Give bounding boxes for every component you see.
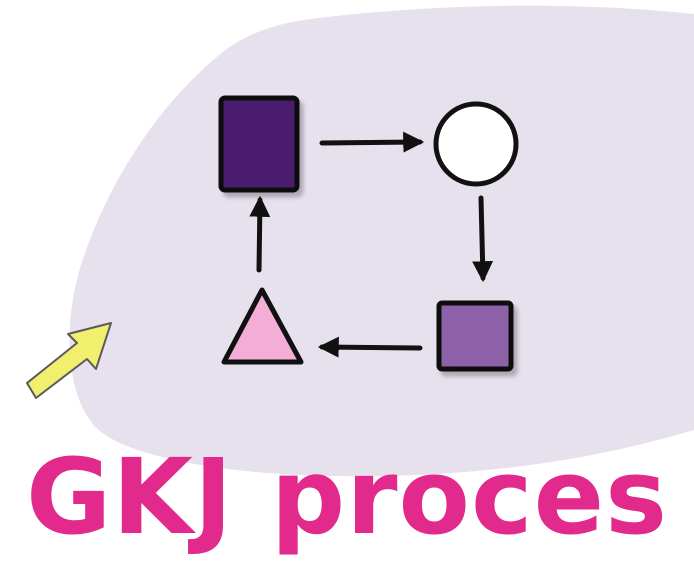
square-dark-node [218,95,300,193]
arrow-circle-to-square [472,195,494,283]
cursor-arrow-icon [26,322,112,399]
page-title: GKJ proces [25,436,669,558]
circle-white-node [433,101,519,187]
arrow-square-to-circle [319,131,425,153]
background-blob [69,5,694,477]
triangle-pink-node [221,287,304,365]
arrow-triangle-to-square [249,195,271,273]
square-medium-node [436,300,514,372]
arrow-square-to-triangle [317,336,423,358]
